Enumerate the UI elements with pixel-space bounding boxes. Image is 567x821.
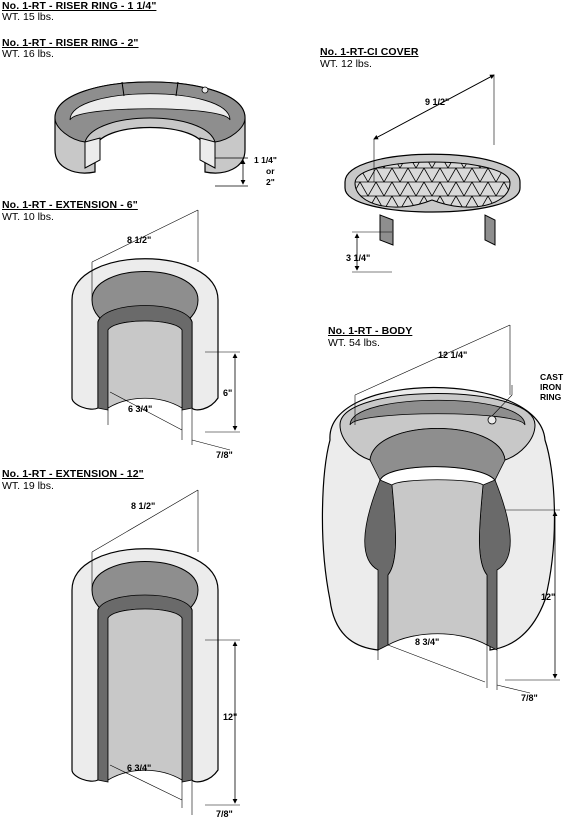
riser-2-title: No. 1-RT - RISER RING - 2" [2,37,139,49]
body-callout-iron: IRON [540,382,562,392]
ext6-dim-inner: 6 3/4" [128,404,153,414]
extension-6-drawing [71,209,240,451]
ext12-dim-height: 12" [223,712,238,722]
body-dim-height: 12" [541,592,556,602]
body-callout-ring: RING [540,392,562,402]
ext12-title: No. 1-RT - EXTENSION - 12" [2,468,144,480]
riser-dim-height-b: 2" [266,177,275,187]
ext6-title: No. 1-RT - EXTENSION - 6" [2,199,138,211]
riser-1-25-title: No. 1-RT - RISER RING - 1 1/4" [2,0,157,12]
ext12-dim-outer: 8 1/2" [131,501,156,511]
ext12-weight: WT. 19 lbs. [2,480,54,492]
ext6-dim-wall: 7/8" [216,450,233,460]
body-weight: WT. 54 lbs. [328,337,380,349]
cover-drawing [344,74,521,273]
ext6-dim-height: 6" [223,388,233,398]
body-dim-inner: 8 3/4" [415,637,440,647]
body-drawing [321,324,560,694]
riser-dim-height-a: 1 1/4" [254,155,277,165]
cover-weight: WT. 12 lbs. [320,58,372,70]
cover-dim-depth: 3 1/4" [346,253,371,263]
body-title: No. 1-RT - BODY [328,325,413,337]
extension-12-drawing [71,489,240,815]
ext12-dim-inner: 6 3/4" [127,763,152,773]
ext6-dim-outer: 8 1/2" [127,235,152,245]
riser-ring-drawing [54,81,248,187]
riser-2-weight: WT. 16 lbs. [2,48,54,60]
ext6-weight: WT. 10 lbs. [2,211,54,223]
cover-dim-diameter: 9 1/2" [425,97,450,107]
cover-title: No. 1-RT-CI COVER [320,46,419,58]
riser-1-25-weight: WT. 15 lbs. [2,11,54,23]
body-dim-wall: 7/8" [521,693,538,703]
ext12-dim-wall: 7/8" [216,809,233,819]
body-callout-cast: CAST [540,372,564,382]
body-dim-outer: 12 1/4" [438,350,468,360]
riser-dim-or: or [266,166,275,176]
